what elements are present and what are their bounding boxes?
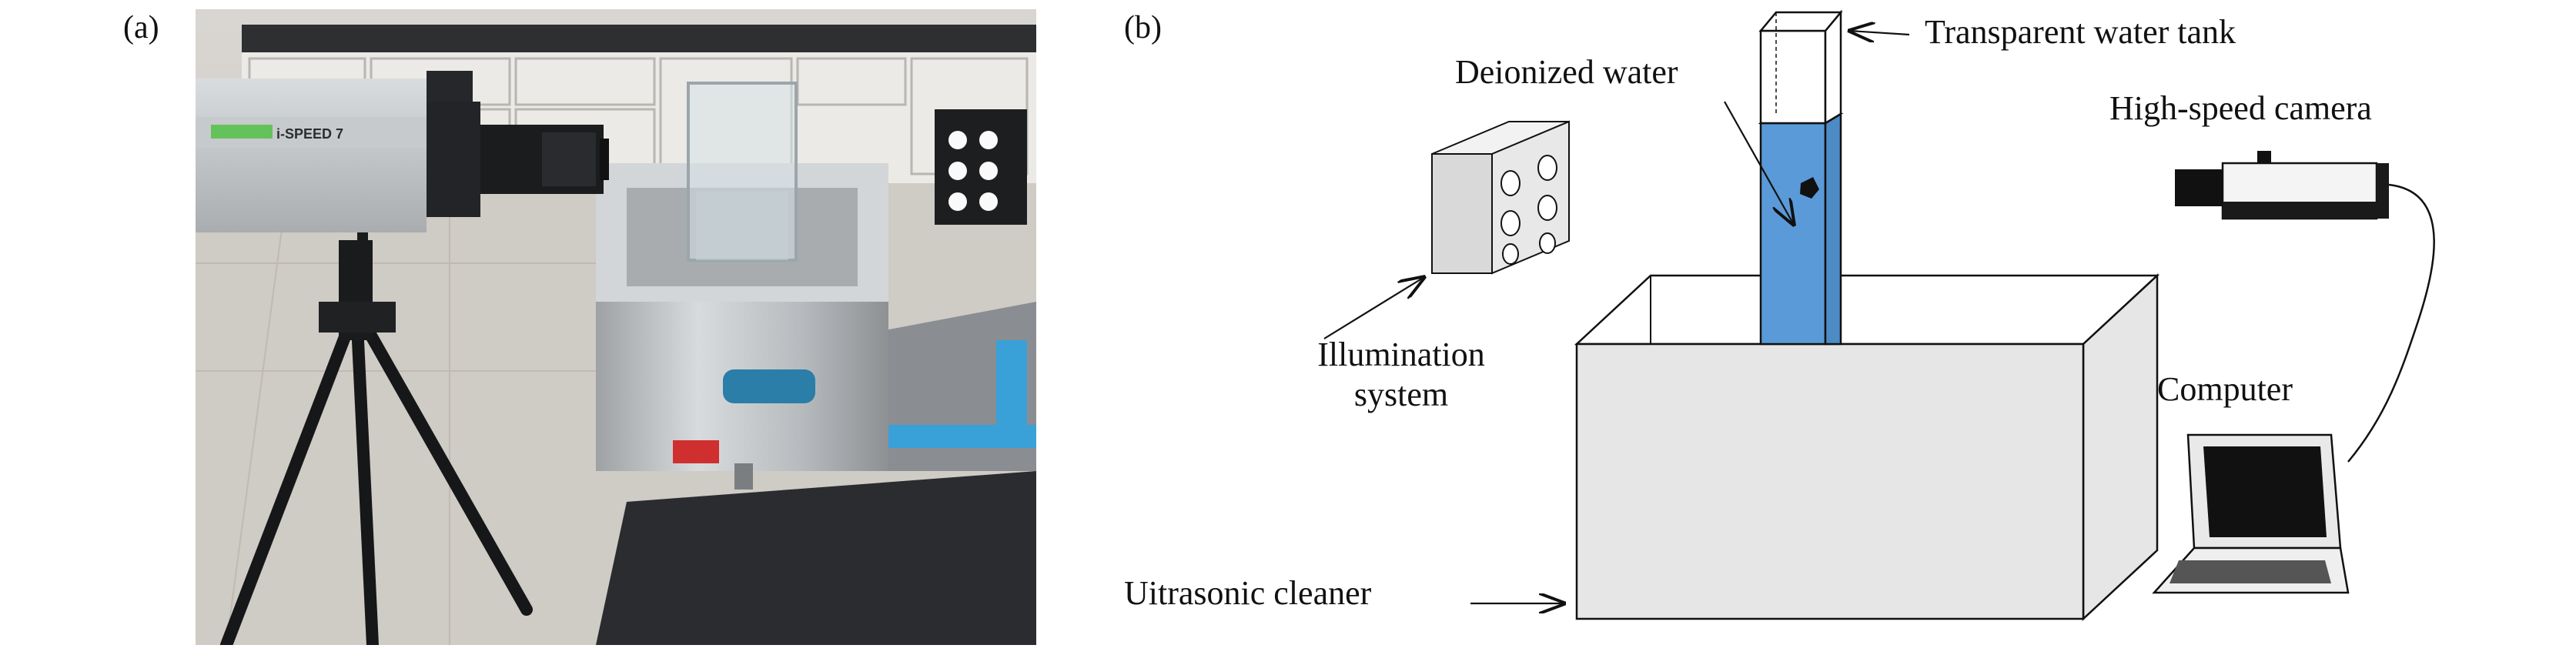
deionized-water-pointer [1724, 101, 1794, 225]
panel-a-label: (a) [123, 10, 159, 45]
label-high-speed-camera: High-speed camera [2109, 89, 2372, 127]
label-computer: Computer [2157, 370, 2293, 408]
experimental-setup-photo: i-SPEED 7 [196, 9, 1036, 645]
schematic-diagram: Illumination system Deionized water Tran… [1078, 0, 2576, 651]
sample-particle [1800, 177, 1819, 199]
label-cleaner: Uitrasonic cleaner [1124, 574, 1372, 612]
illumination-system [1431, 120, 1570, 275]
illumination-pointer [1323, 277, 1424, 339]
label-illumination-line2: system [1354, 376, 1448, 413]
label-illumination-line1: Illumination [1317, 336, 1485, 373]
computer-laptop [2152, 433, 2350, 594]
photo-illustration: i-SPEED 7 [196, 9, 1036, 645]
transparent-water-tank [1758, 9, 1844, 346]
schematic-svg: Illumination system Deionized water Tran… [1124, 9, 2435, 621]
camera-brand-strip [211, 125, 273, 139]
label-deionized-water: Deionized water [1455, 53, 1678, 91]
panel-b-label: (b) [1124, 10, 1162, 45]
high-speed-camera [2175, 151, 2389, 220]
ultrasonic-cleaner [1574, 273, 2160, 621]
camera-brand-text: i-SPEED 7 [276, 126, 343, 142]
label-transparent-tank: Transparent water tank [1925, 13, 2236, 51]
tank-pointer [1849, 31, 1910, 35]
camera-cable [2347, 183, 2435, 463]
